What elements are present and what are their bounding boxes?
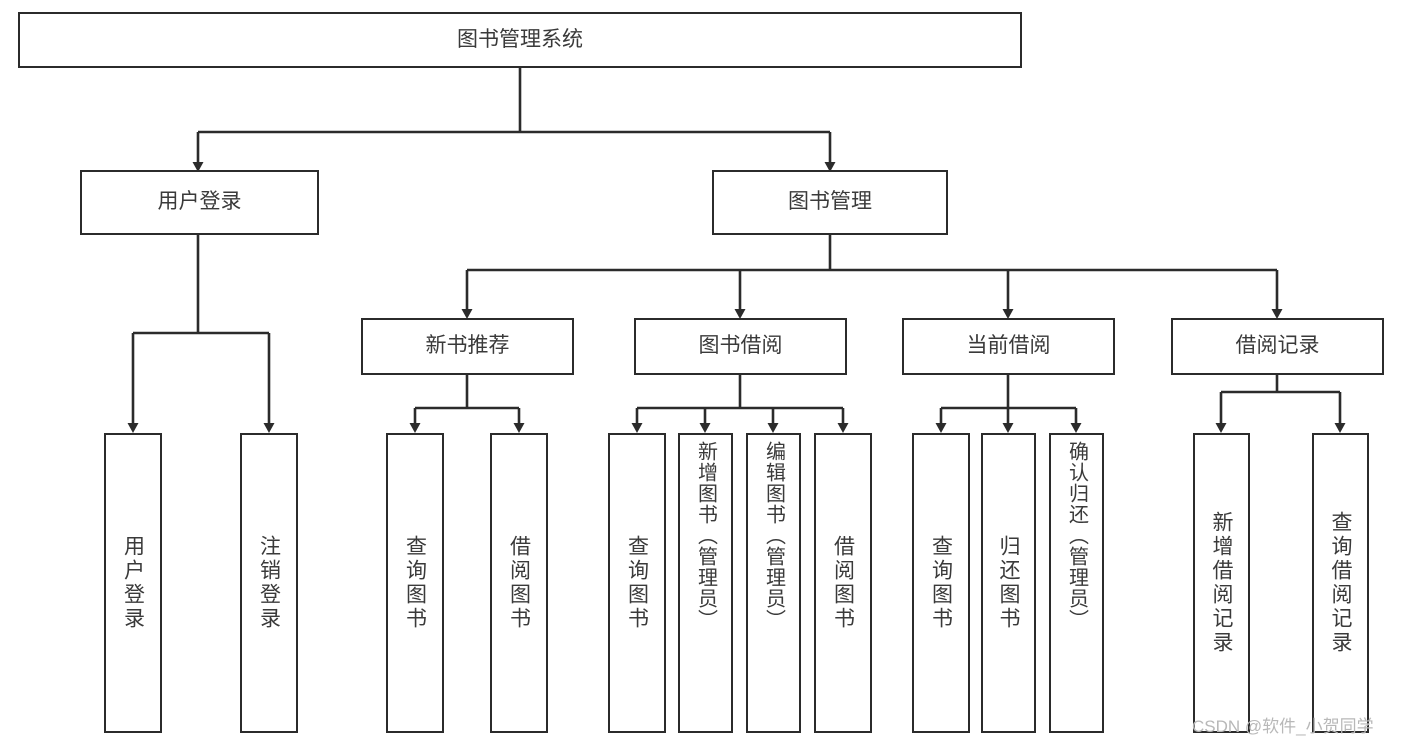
- node-label: 新书推荐: [425, 334, 510, 358]
- node-label: 借阅图书: [507, 535, 531, 631]
- leaf-new-book-query-book[interactable]: 查询图书: [386, 433, 444, 733]
- node-label: 图书管理: [788, 190, 872, 214]
- leaf-user-login-login[interactable]: 用户登录: [104, 433, 162, 733]
- node-label: 借阅记录: [1235, 334, 1320, 358]
- node-book-management[interactable]: 图书管理: [712, 170, 948, 235]
- node-label: 归还图书: [997, 535, 1020, 631]
- node-current-borrow[interactable]: 当前借阅: [902, 318, 1115, 375]
- leaf-user-login-logout[interactable]: 注销登录: [240, 433, 298, 733]
- node-book-borrow[interactable]: 图书借阅: [634, 318, 847, 375]
- node-label: 确认归还（管理员）: [1065, 441, 1088, 630]
- node-borrow-record[interactable]: 借阅记录: [1171, 318, 1384, 375]
- node-label: 图书借阅: [698, 334, 783, 358]
- leaf-book-borrow-edit-book-admin[interactable]: 编辑图书（管理员）: [746, 433, 801, 733]
- node-label: 新增图书（管理员）: [694, 441, 717, 630]
- leaf-new-book-borrow-book[interactable]: 借阅图书: [490, 433, 548, 733]
- leaf-current-borrow-return-book[interactable]: 归还图书: [981, 433, 1036, 733]
- node-label: 查询图书: [929, 535, 953, 631]
- leaf-book-borrow-add-book-admin[interactable]: 新增图书（管理员）: [678, 433, 733, 733]
- node-label: 用户登录: [157, 190, 242, 214]
- node-label: 借阅图书: [831, 535, 855, 631]
- node-label: 图书管理系统: [457, 27, 583, 51]
- node-label: 查询图书: [625, 535, 649, 631]
- node-user-login[interactable]: 用户登录: [80, 170, 319, 235]
- node-label: 查询借阅记录: [1329, 511, 1352, 655]
- leaf-book-borrow-borrow-book[interactable]: 借阅图书: [814, 433, 872, 733]
- leaf-current-borrow-confirm-return-admin[interactable]: 确认归还（管理员）: [1049, 433, 1104, 733]
- node-label: 用户登录: [121, 535, 145, 631]
- node-new-book-recommend[interactable]: 新书推荐: [361, 318, 574, 375]
- node-root-book-management-system[interactable]: 图书管理系统: [18, 12, 1022, 68]
- node-label: 查询图书: [403, 535, 427, 631]
- node-label: 注销登录: [257, 535, 281, 631]
- leaf-borrow-record-query-record[interactable]: 查询借阅记录: [1312, 433, 1369, 733]
- leaf-borrow-record-add-record[interactable]: 新增借阅记录: [1193, 433, 1250, 733]
- leaf-book-borrow-query-book[interactable]: 查询图书: [608, 433, 666, 733]
- node-label: 当前借阅: [966, 334, 1051, 358]
- leaf-current-borrow-query-book[interactable]: 查询图书: [912, 433, 970, 733]
- node-label: 编辑图书（管理员）: [762, 441, 785, 630]
- csdn-watermark: CSDN @软件_小贺同学: [1192, 717, 1374, 736]
- node-label: 新增借阅记录: [1210, 511, 1233, 655]
